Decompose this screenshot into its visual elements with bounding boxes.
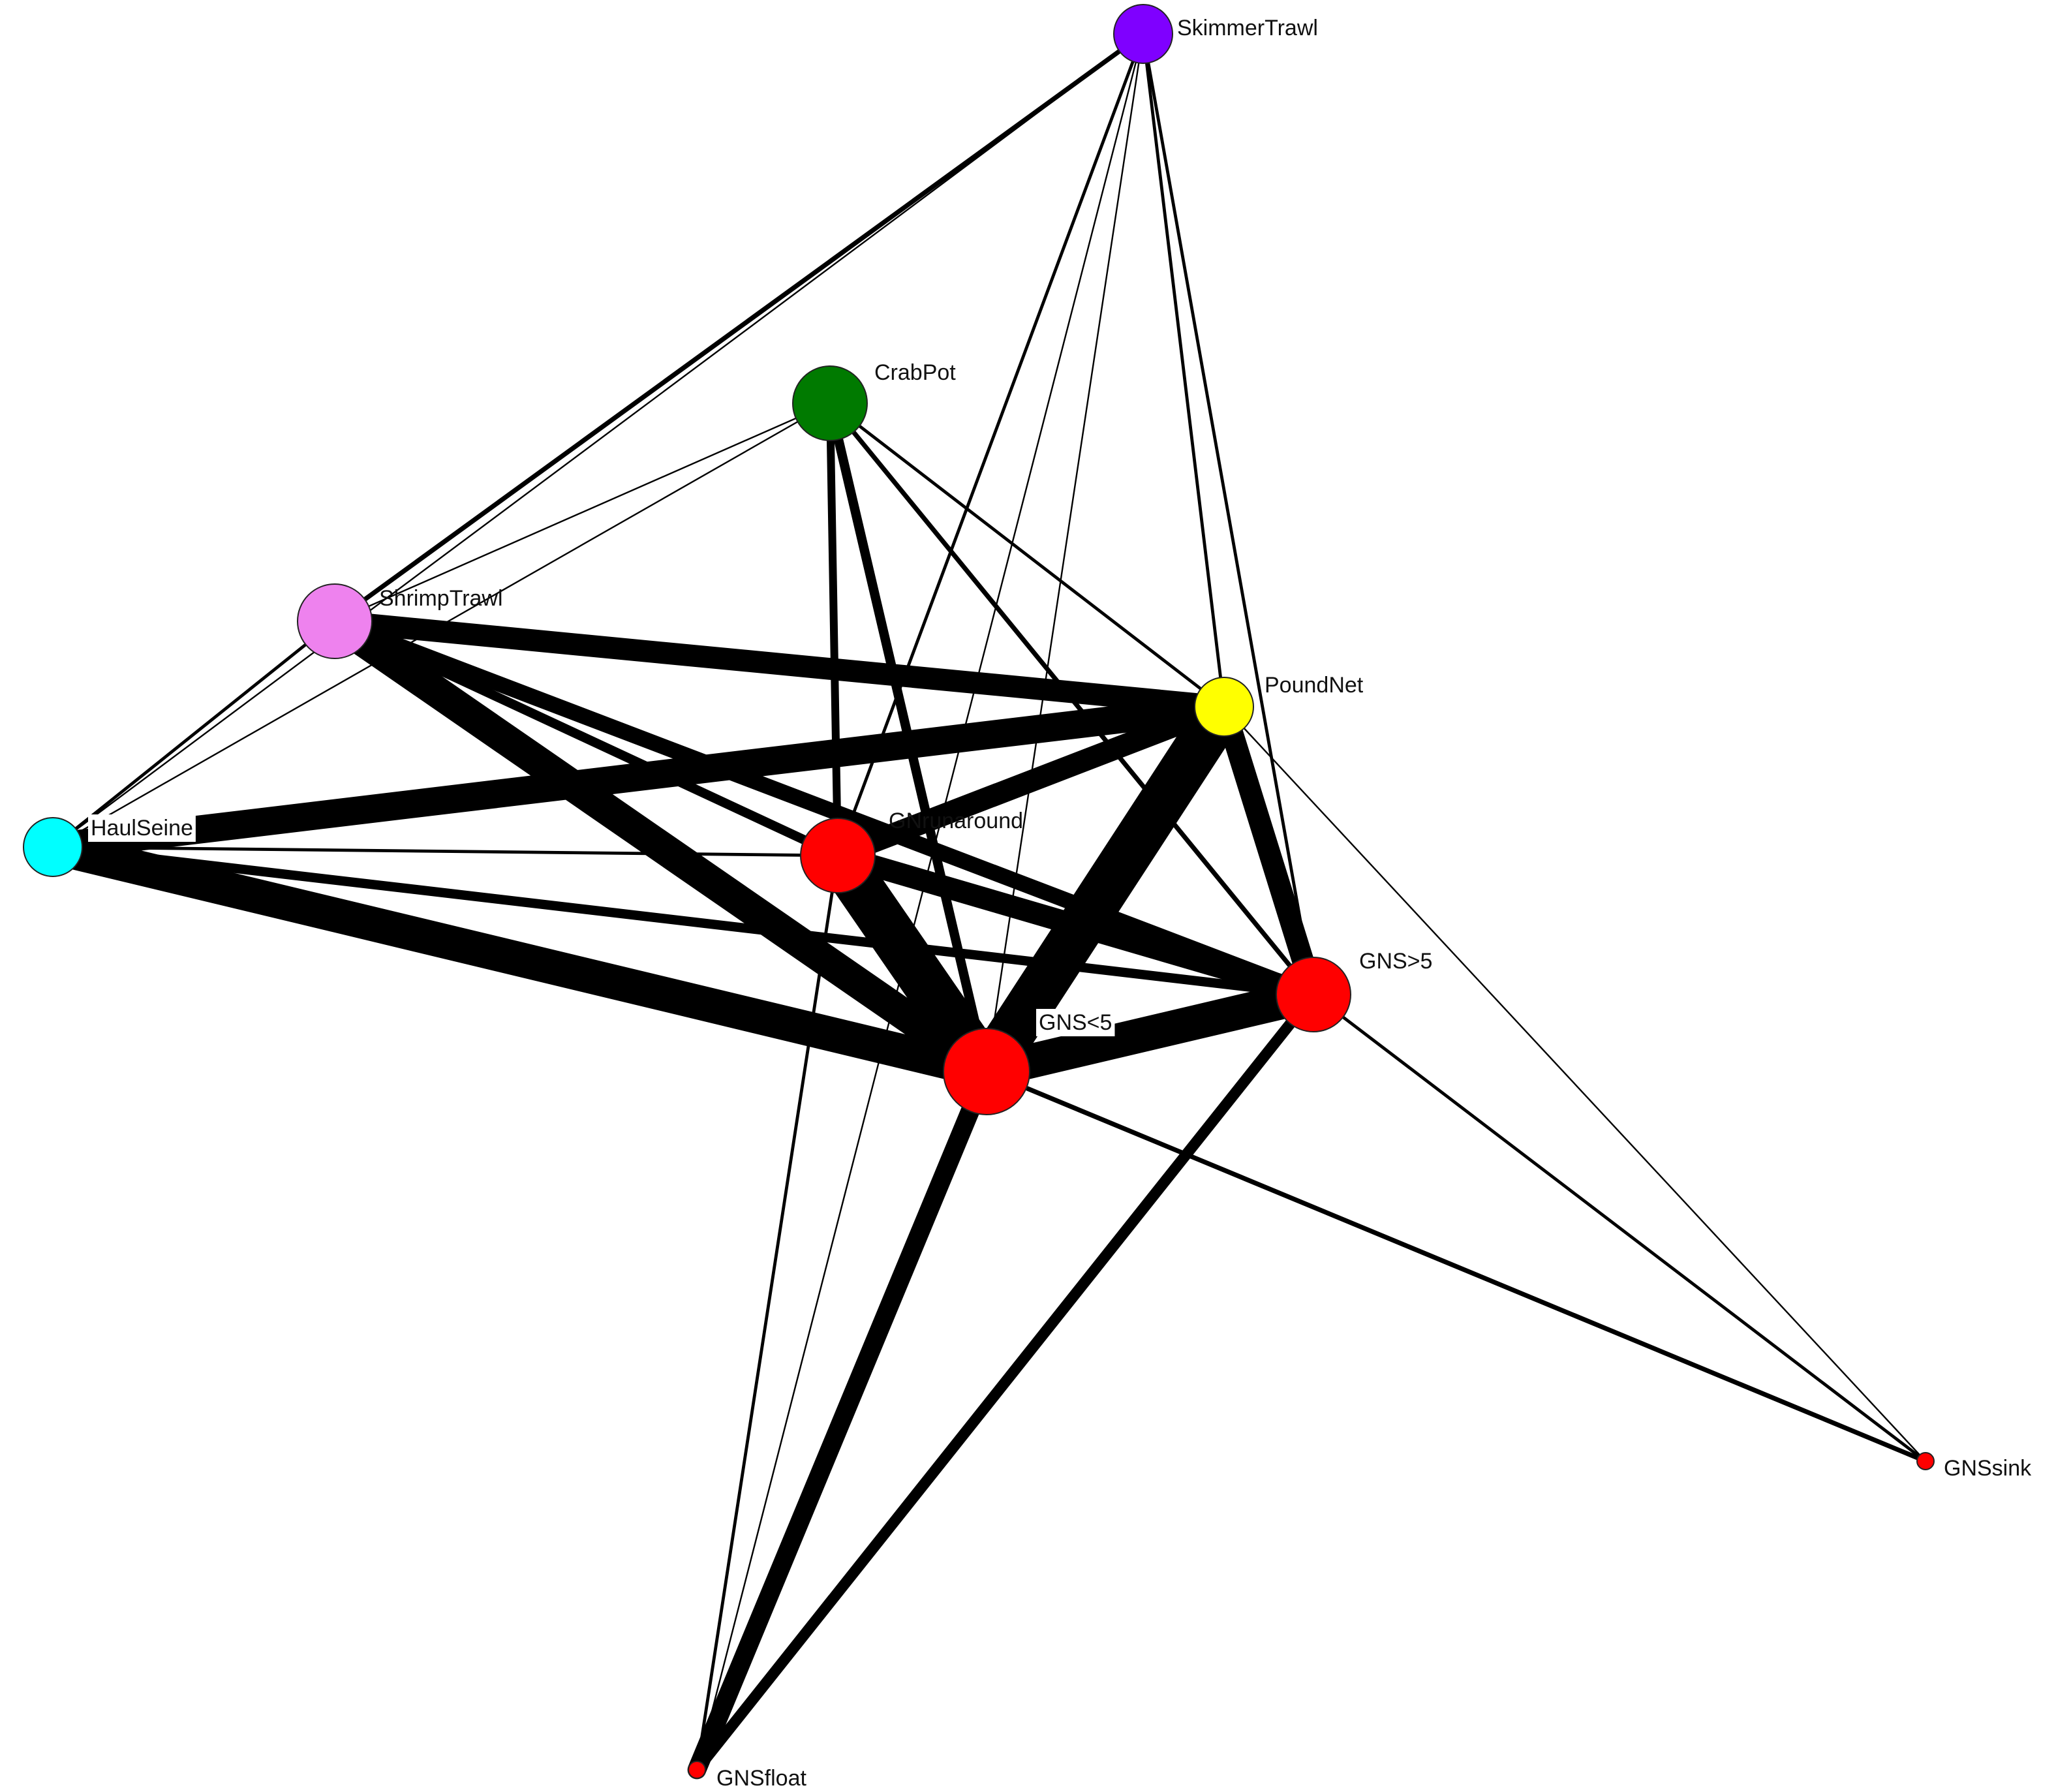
node-label-gnrunaround: GNrunaround xyxy=(889,809,1023,833)
nodes-layer xyxy=(23,4,1935,1779)
edge-crabpot-gnrunaround xyxy=(826,399,842,859)
node-label-background xyxy=(88,814,196,842)
node-label-gnsfloat: GNSfloat xyxy=(716,1766,806,1791)
node-label-background xyxy=(1036,1009,1115,1036)
node-label-poundnet: PoundNet xyxy=(1265,673,1364,698)
edge-shrimptrawl-haulseine xyxy=(51,619,337,849)
node-shrimptrawl xyxy=(297,583,373,659)
edge-poundnet-gnssink xyxy=(1223,705,1927,1462)
node-poundnet xyxy=(1194,677,1254,737)
node-gns-gt-5 xyxy=(1276,957,1351,1032)
edge-shrimptrawl-gnrunaround xyxy=(330,616,843,861)
node-label-haulseine: HaulSeine xyxy=(91,816,193,841)
edge-gns-lt-5-gnssink xyxy=(984,1069,1928,1464)
node-gnsfloat xyxy=(688,1761,706,1779)
edge-gns-gt-5-gnssink xyxy=(1312,993,1927,1463)
edge-skimmertrawl-gnsfloat xyxy=(696,33,1144,1771)
edge-shrimptrawl-gns-gt-5 xyxy=(327,613,1321,1002)
edge-poundnet-gnrunaround xyxy=(827,696,1235,867)
node-crabpot xyxy=(792,365,868,441)
edge-haulseine-gns-gt-5 xyxy=(48,842,1319,1000)
edge-gnrunaround-gnsfloat xyxy=(695,854,840,1772)
edge-skimmertrawl-poundnet xyxy=(1141,32,1226,709)
edge-haulseine-gns-lt-5 xyxy=(35,829,1004,1089)
edge-skimmertrawl-shrimptrawl xyxy=(332,31,1146,624)
edge-skimmertrawl-gns-gt-5 xyxy=(1141,32,1315,996)
edge-gnrunaround-gns-gt-5 xyxy=(827,844,1325,1006)
edge-gns-lt-5-gns-gt-5 xyxy=(969,977,1331,1089)
node-gnrunaround xyxy=(800,818,876,893)
node-haulseine xyxy=(23,817,83,877)
edge-gns-gt-5-gnsfloat xyxy=(691,989,1319,1776)
node-gnssink xyxy=(1916,1452,1935,1470)
node-label-crabpot: CrabPot xyxy=(874,360,956,385)
edge-gns-lt-5-gnsfloat xyxy=(687,1062,996,1780)
edge-skimmertrawl-gnrunaround xyxy=(836,32,1145,857)
edge-shrimptrawl-gns-lt-5 xyxy=(319,606,1002,1087)
node-label-gns-gt-5: GNS>5 xyxy=(1359,949,1432,974)
node-label-gns-lt-5: GNS<5 xyxy=(1039,1010,1112,1035)
edge-poundnet-gns-gt-5 xyxy=(1213,696,1325,1006)
edge-poundnet-gns-lt-5 xyxy=(963,683,1248,1095)
edge-haulseine-gnrunaround xyxy=(51,845,840,857)
labels-layer: SkimmerTrawlCrabPotShrimpTrawlPoundNetHa… xyxy=(88,16,2032,1791)
edges-layer xyxy=(35,31,1928,1780)
edge-shrimptrawl-poundnet xyxy=(324,610,1235,718)
node-label-skimmertrawl: SkimmerTrawl xyxy=(1177,16,1318,40)
node-skimmertrawl xyxy=(1113,4,1173,64)
edge-crabpot-poundnet xyxy=(828,401,1226,709)
edge-skimmertrawl-haulseine xyxy=(52,33,1144,848)
edge-poundnet-haulseine xyxy=(38,692,1238,861)
edge-crabpot-shrimptrawl xyxy=(333,402,831,623)
node-label-shrimptrawl: ShrimpTrawl xyxy=(379,586,503,611)
node-gns-lt-5 xyxy=(943,1028,1030,1115)
node-label-gnssink: GNSsink xyxy=(1944,1456,2032,1481)
